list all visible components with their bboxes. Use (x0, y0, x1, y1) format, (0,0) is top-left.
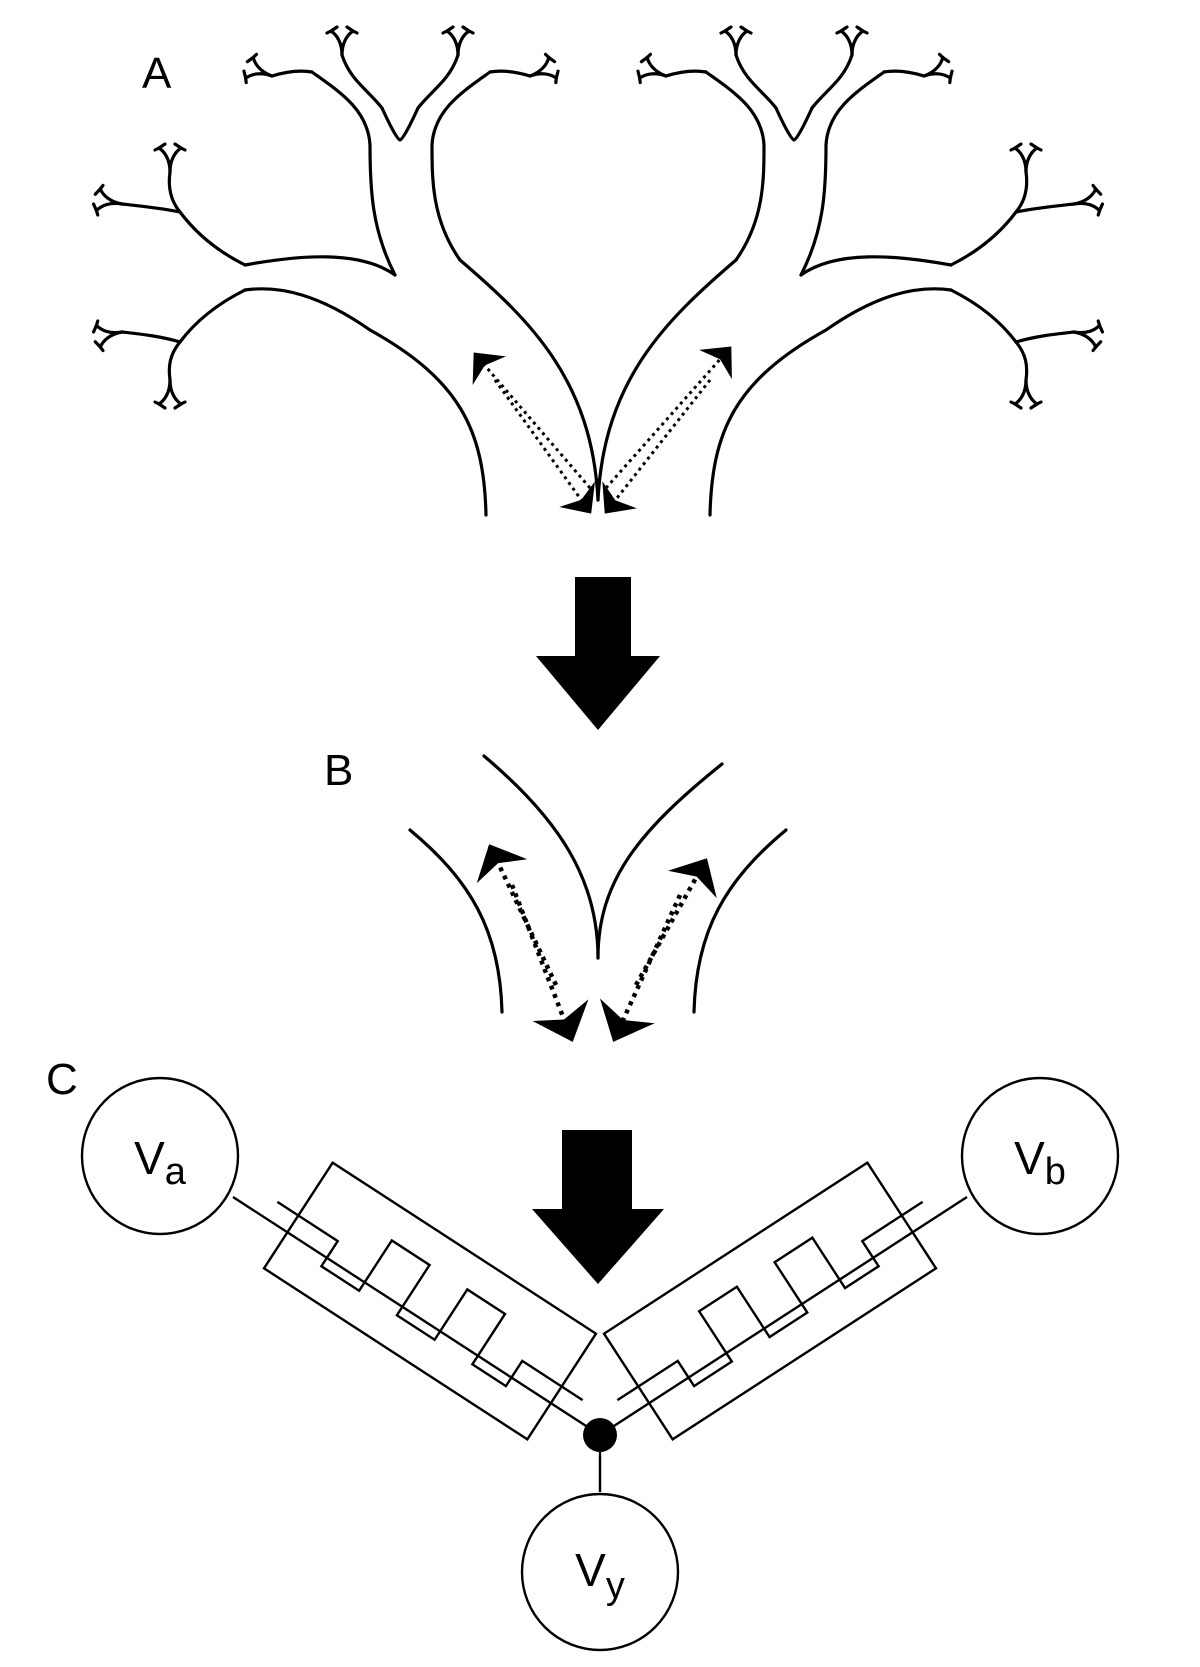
vessel-tree (90, 25, 1106, 517)
flow-arrows-a (472, 346, 732, 514)
node-vy-main: V (575, 1544, 606, 1596)
panel-a-label: A (142, 49, 172, 98)
flow-arrows-b (476, 844, 717, 1042)
resistor-icon (262, 1160, 598, 1442)
junction-node (583, 1418, 617, 1452)
svg-text:Vb: Vb (1014, 1132, 1066, 1193)
panel-b-label: B (324, 746, 353, 795)
svg-text:Vy: Vy (575, 1544, 625, 1607)
node-vy-sub: y (606, 1565, 625, 1607)
panel-a: A (90, 25, 1106, 517)
node-va-main: V (134, 1132, 165, 1184)
node-vb-sub: b (1045, 1151, 1066, 1193)
svg-text:Va: Va (134, 1132, 187, 1193)
resistor-icon (602, 1160, 938, 1442)
vessel-segment (408, 754, 788, 1014)
node-vb: Vb (960, 1076, 1120, 1236)
panel-c: C Va Vb Vy (46, 1055, 1120, 1652)
node-va: Va (80, 1076, 240, 1236)
panel-b: B (324, 746, 788, 1042)
down-arrow-icon (536, 577, 660, 730)
node-vb-main: V (1014, 1132, 1045, 1184)
panel-c-label: C (46, 1055, 78, 1104)
down-arrow-icon (532, 1130, 664, 1284)
node-va-sub: a (165, 1151, 187, 1193)
node-vy: Vy (520, 1492, 680, 1652)
